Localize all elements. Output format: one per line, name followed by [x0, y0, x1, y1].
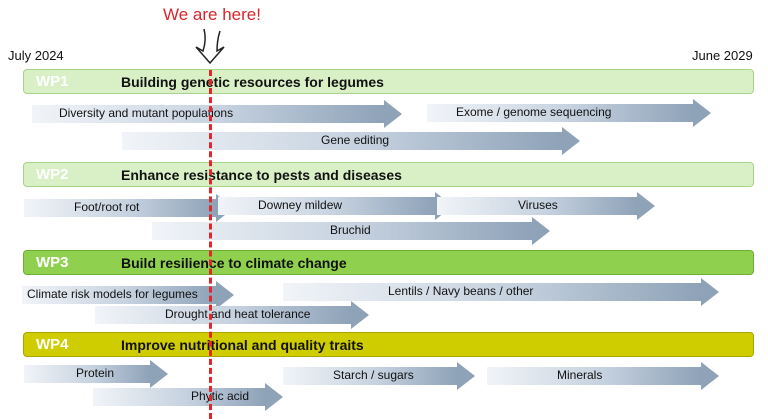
- task-label: Phytic acid: [191, 389, 250, 403]
- task-label: Protein: [76, 366, 115, 380]
- down-arrow-icon: [195, 28, 225, 65]
- wp2-bar: WP2 Enhance resistance to pests and dise…: [23, 162, 754, 187]
- task-label: Downey mildew: [258, 198, 343, 212]
- wp1-bar: WP1 Building genetic resources for legum…: [23, 69, 754, 94]
- task-label: Gene editing: [321, 133, 390, 147]
- wp1-title: Building genetic resources for legumes: [121, 74, 384, 90]
- task-arrow: Lentils / Navy beans / other: [283, 278, 719, 306]
- we-are-here-label: We are here!: [163, 5, 261, 24]
- task-label: Bruchid: [330, 223, 371, 237]
- task-arrow: Protein: [24, 360, 168, 388]
- task-arrow: Phytic acid: [93, 383, 283, 411]
- task-arrow: Viruses: [437, 192, 655, 220]
- wp3-title: Build resilience to climate change: [121, 255, 347, 271]
- current-date-line: [209, 70, 212, 419]
- wp4-bar: WP4 Improve nutritional and quality trai…: [23, 332, 754, 357]
- task-label: Climate risk models for legumes: [27, 287, 198, 301]
- task-label: Foot/root rot: [74, 200, 140, 214]
- task-label: Starch / sugars: [333, 368, 414, 382]
- task-label: Diversity and mutant populations: [59, 106, 234, 120]
- timeline-end-label: June 2029: [692, 48, 753, 63]
- task-label: Lentils / Navy beans / other: [388, 284, 534, 298]
- task-arrow: Starch / sugars: [283, 362, 475, 390]
- wp2-title: Enhance resistance to pests and diseases: [121, 167, 402, 183]
- wp3-bar: WP3 Build resilience to climate change: [23, 250, 754, 275]
- wp4-code: WP4: [36, 336, 69, 353]
- task-arrow: Bruchid: [152, 217, 550, 245]
- task-label: Drought and heat tolerance: [165, 307, 311, 321]
- timeline-start-label: July 2024: [8, 48, 64, 63]
- task-arrow: Downey mildew: [218, 192, 453, 220]
- wp4-title: Improve nutritional and quality traits: [121, 337, 364, 353]
- task-label: Exome / genome sequencing: [456, 105, 612, 119]
- task-arrow: Minerals: [487, 362, 719, 390]
- wp2-code: WP2: [36, 166, 69, 183]
- task-arrow: Gene editing: [122, 127, 580, 155]
- task-label: Viruses: [518, 198, 558, 212]
- task-arrow: Exome / genome sequencing: [427, 99, 711, 127]
- task-arrow: Diversity and mutant populations: [32, 100, 402, 128]
- task-label: Minerals: [557, 368, 603, 382]
- task-arrow: Climate risk models for legumes: [22, 281, 234, 309]
- wp3-code: WP3: [36, 254, 69, 271]
- task-arrow: Drought and heat tolerance: [95, 301, 369, 329]
- wp1-code: WP1: [36, 73, 69, 90]
